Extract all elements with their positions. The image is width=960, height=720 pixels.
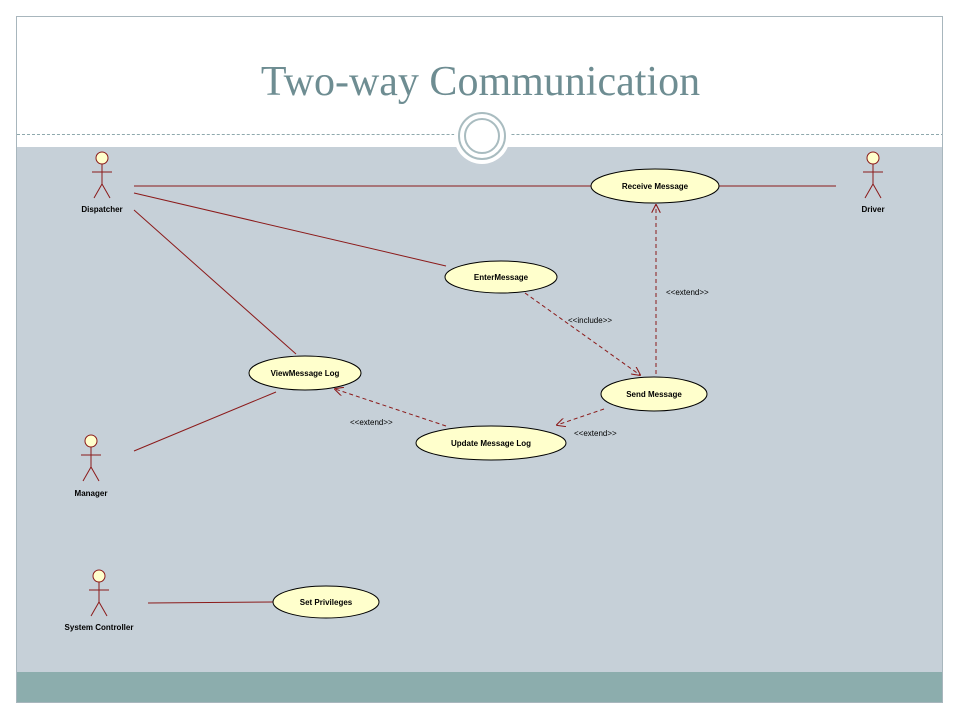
actor-system-controller-icon[interactable] <box>89 569 109 617</box>
usecase-label-view-message-log: ViewMessage Log <box>271 369 340 378</box>
footer-bar <box>17 672 942 702</box>
actor-label-system-controller: System Controller <box>65 623 134 632</box>
usecase-receive-message[interactable] <box>590 168 720 204</box>
extend-label-receive: <<extend>> <box>666 288 709 297</box>
actor-manager-icon[interactable] <box>81 434 101 482</box>
extend-arrow-send-update <box>557 408 605 425</box>
association-dispatcher-view <box>133 209 297 355</box>
usecase-send-message[interactable] <box>600 376 708 412</box>
extend-arrow-update-view <box>335 389 447 427</box>
usecase-label-update-message-log: Update Message Log <box>451 439 531 448</box>
association-controller-privileges <box>147 601 274 604</box>
slide: Two-way Communication <box>16 16 943 703</box>
usecase-label-set-privileges: Set Privileges <box>300 598 353 607</box>
usecase-update-message-log[interactable] <box>415 425 567 461</box>
extend-label-view: <<extend>> <box>350 418 393 427</box>
include-arrow-enter-send <box>524 292 640 375</box>
slide-title: Two-way Communication <box>260 59 701 105</box>
circle-ornament-icon <box>454 108 510 164</box>
association-manager-view <box>133 391 277 452</box>
usecase-view-message-log[interactable] <box>248 355 362 391</box>
extend-label-update: <<extend>> <box>574 429 617 438</box>
actor-label-driver: Driver <box>861 205 884 214</box>
actor-dispatcher-icon[interactable] <box>92 151 112 199</box>
actor-label-manager: Manager <box>75 489 108 498</box>
usecase-set-privileges[interactable] <box>272 585 380 619</box>
usecase-label-send-message: Send Message <box>626 390 682 399</box>
content-background <box>17 147 942 672</box>
include-label: <<include>> <box>568 316 612 325</box>
usecase-label-receive-message: Receive Message <box>622 182 689 191</box>
usecase-label-enter-message: EnterMessage <box>474 273 529 282</box>
actor-label-dispatcher: Dispatcher <box>81 205 122 214</box>
association-dispatcher-enter <box>133 192 447 267</box>
actor-driver-icon[interactable] <box>863 151 883 199</box>
usecase-enter-message[interactable] <box>444 260 558 294</box>
